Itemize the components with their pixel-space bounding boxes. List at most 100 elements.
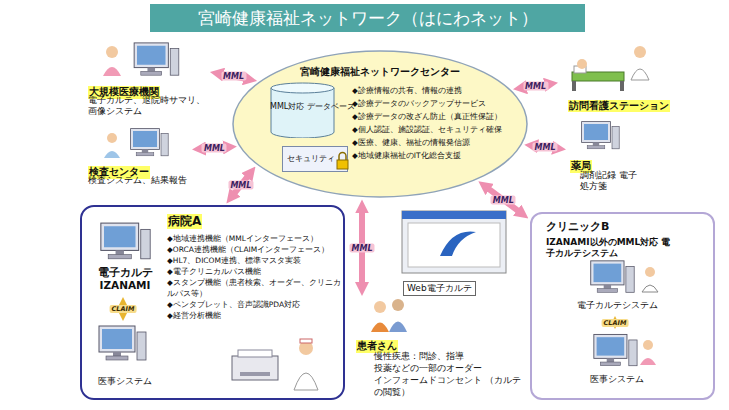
text-run: ◆個人認証、施設認証、セキュリティ確保 [352, 123, 502, 136]
node-box: 医事システム [577, 332, 657, 394]
edge-label: CLAIM [602, 319, 629, 327]
node-box: 医事システム [90, 324, 160, 394]
node-text: 調剤記録 電子処方箋 [580, 170, 638, 193]
text-run: ◆スタンプ機能（患者検索、オーダー、クリニカルパス等） [167, 277, 343, 299]
text-group: Web電子カルテ [403, 276, 476, 296]
node-text: 電子カルテ、退院時サマリ、 画像システム [88, 95, 208, 118]
node-text: ◆診療データの改ざん防止（真正性保証） [352, 110, 502, 123]
text-run: 電子カルテ、退院時サマリ、 画像システム [88, 95, 208, 118]
node-text: 電子カルテシステム [574, 300, 660, 311]
text-run: ◆地域健康福祉のIT化総合支援 [352, 149, 502, 162]
text-group: 慢性疾患：問診、指導投薬などの一部のオーダーインフォームドコンセント （カルテの… [374, 350, 524, 398]
text-run: 調剤記録 電子処方箋 [580, 170, 638, 193]
node-text: Web電子カルテ [403, 276, 476, 296]
node-text: ◆医療、健康、福祉の情報発信源 [352, 136, 502, 149]
node-box: セキュリティ [282, 146, 348, 172]
node-box: 電子カルテシステム [574, 260, 660, 314]
node-text: 電子カルテ IZANAMI [90, 266, 160, 292]
text-run: 投薬などの一部のオーダー [374, 362, 524, 374]
node-text: 投薬などの一部のオーダー [374, 362, 524, 374]
node-text: 医事システム [577, 374, 657, 385]
text-run: 患者さん [356, 340, 398, 353]
edge-label: CLAIM [110, 305, 137, 313]
text-run: ◆医療、健康、福祉の情報発信源 [352, 136, 502, 149]
text-run: 病院A [167, 214, 202, 229]
text-run: 宮崎健康福祉ネットワークセンター [232, 66, 528, 79]
node-box: Web電子カルテ [395, 208, 510, 299]
center-ellipse [233, 51, 527, 197]
node-text: インフォームドコンセント （カルテの閲覧） [374, 374, 524, 398]
node-text: ◆地域連携機能（MMLインターフェース） [167, 233, 343, 244]
node-text: ◆電子クリニカルパス機能 [167, 266, 343, 277]
text-run: 訪問看護ステーション [568, 100, 670, 112]
bed-illustration [572, 46, 649, 91]
node-text: ◆診療情報の共有、情報の連携 [352, 84, 502, 97]
text-run: Web電子カルテ [403, 281, 476, 296]
node-text: ◆診療データのバックアップサービス [352, 97, 502, 110]
node-box: 病院A ◆地域連携機能（MMLインターフェース）◆ORCA連携機能（CLAIMイン… [80, 205, 345, 400]
nurse-printer [232, 339, 318, 390]
node-box: 薬局調剤記録 電子処方箋 [568, 118, 668, 204]
text-run: 慢性疾患：問診、指導 [374, 350, 524, 362]
text-run: ◆経営分析機能 [167, 310, 343, 321]
edge-label: MML [523, 82, 548, 91]
node-box: クリニックB IZANAMI以外のMML対応 電子カルテシステム電子カルテシステム… [530, 212, 715, 400]
text-run: 電子カルテシステム [574, 300, 660, 311]
node-text: 医事システム [90, 376, 160, 387]
node-text: MML対応 データベース [270, 102, 335, 112]
node-text: ◆ペンタブレット、音声認識PDA対応 [167, 299, 343, 310]
text-run: ◆診療情報の共有、情報の連携 [352, 84, 502, 97]
text-group: セキュリティ [287, 154, 335, 164]
text-run: 検査システム、結果報告 [88, 175, 188, 186]
node-text: クリニックB [546, 220, 609, 234]
node-text: 病院A [167, 210, 202, 230]
node-box: 電子カルテ IZANAMI [90, 220, 160, 295]
text-run: クリニックB [546, 220, 609, 234]
text-group: 調剤記録 電子処方箋 [580, 170, 638, 193]
text-run: ◆診療データの改ざん防止（真正性保証） [352, 110, 502, 123]
text-run: セキュリティ [287, 154, 335, 164]
text-group: 医事システム [577, 374, 657, 385]
browser-window [402, 211, 506, 273]
node-text: セキュリティ [287, 154, 335, 164]
edge-label: MML [202, 144, 227, 153]
text-group: ◆診療情報の共有、情報の連携◆診療データのバックアップサービス◆診療データの改ざ… [352, 84, 502, 162]
text-run: ◆診療データのバックアップサービス [352, 97, 502, 110]
node-text: ◆地域健康福祉のIT化総合支援 [352, 149, 502, 162]
text-run: ◆電子クリニカルパス機能 [167, 266, 343, 277]
text-run: 医事システム [90, 376, 160, 387]
node-text: IZANAMI以外のMML対応 電子カルテシステム [546, 237, 671, 260]
node-box: 訪問看護ステーション [560, 42, 690, 117]
node-text: ◆ORCA連携機能（CLAIMインターフェース） [167, 244, 343, 255]
lock-icon [337, 153, 348, 170]
text-group: 検査システム、結果報告 [88, 175, 188, 186]
database-cylinder [271, 88, 334, 138]
text-run: ◆地域連携機能（MMLインターフェース） [167, 233, 343, 244]
text-run: 医事システム [577, 374, 657, 385]
node-box: 大規模医療機関電子カルテ、退院時サマリ、 画像システム [82, 38, 208, 130]
text-group: 宮崎健康福祉ネットワークセンター [232, 66, 528, 79]
text-run: ◆HL7、DICOM連携、標準マスタ実装 [167, 255, 343, 266]
node-text: ◆個人認証、施設認証、セキュリティ確保 [352, 123, 502, 136]
text-group: 訪問看護ステーション [568, 94, 670, 114]
text-group: ◆地域連携機能（MMLインターフェース）◆ORCA連携機能（CLAIMインターフ… [167, 233, 343, 321]
mml-arrow [486, 187, 522, 214]
node-box: 検査センター検査システム、結果報告 [82, 128, 190, 192]
text-run: ◆ペンタブレット、音声認識PDA対応 [167, 299, 343, 310]
text-run: MML対応 データベース [270, 102, 335, 112]
node-box: MML対応 データベース [270, 82, 335, 138]
node-text: 宮崎健康福祉ネットワークセンター [232, 66, 528, 79]
node-text: 訪問看護ステーション [568, 94, 670, 114]
title-banner: 宮崎健康福祉ネットワーク（はにわネット） [150, 4, 585, 32]
node-box: 患者さん慢性疾患：問診、指導投薬などの一部のオーダーインフォームドコンセント （… [352, 298, 525, 406]
text-group: 医事システム [90, 376, 160, 387]
text-group: 病院A [167, 210, 202, 230]
database-top [271, 83, 334, 93]
text-group: IZANAMI以外のMML対応 電子カルテシステム [546, 237, 671, 260]
edge-label: MML [349, 243, 374, 252]
edge-label: MML [533, 143, 558, 152]
text-run: インフォームドコンセント （カルテの閲覧） [374, 374, 524, 398]
edge-label: MML [228, 180, 253, 189]
text-group: MML対応 データベース [270, 102, 335, 112]
